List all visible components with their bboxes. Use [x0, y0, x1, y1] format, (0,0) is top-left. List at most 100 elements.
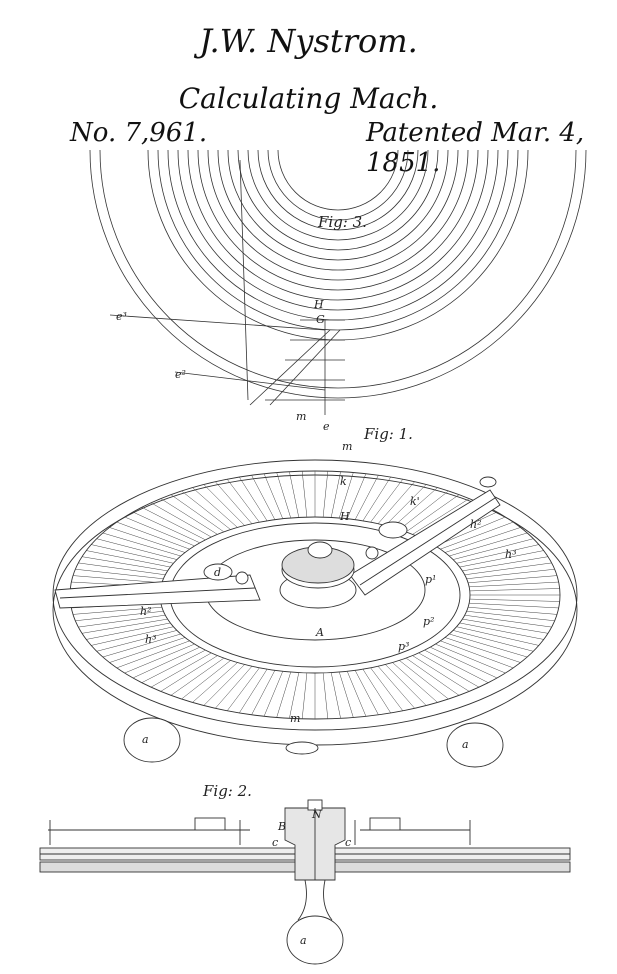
radial-line — [192, 487, 238, 528]
radial-line — [462, 618, 549, 634]
fig1-label-p3: p³ — [398, 640, 409, 653]
radial-line — [86, 550, 171, 568]
fig3-label-e3: e³ — [116, 310, 127, 323]
fig3-label-m: m — [296, 410, 306, 423]
fig1-drawing — [52, 459, 578, 768]
radial-line — [301, 471, 308, 518]
radial-line — [215, 666, 253, 709]
radial-line — [132, 646, 200, 679]
patent-number: No. 7,961. — [70, 118, 208, 148]
radial-line — [91, 544, 174, 564]
fig1-label-H: H — [339, 510, 350, 523]
radial-line — [453, 538, 534, 560]
radial-line — [203, 664, 245, 706]
radial-line — [141, 649, 206, 683]
radial-line — [469, 598, 560, 602]
radial-line — [435, 643, 506, 674]
fig2-label-B: B — [277, 820, 286, 833]
fig3-drawing — [89, 150, 587, 415]
radial-line — [424, 649, 489, 683]
radial-line — [239, 476, 268, 521]
radial-line — [263, 671, 284, 717]
radial-line — [239, 669, 268, 714]
fig2-label: Fig: 2. — [203, 782, 252, 800]
radial-line — [96, 630, 177, 652]
radial-line — [385, 484, 427, 526]
radial-line — [440, 640, 514, 669]
fig1-label: Fig: 1. — [364, 425, 413, 443]
radial-line — [78, 614, 166, 628]
radial-line — [251, 670, 276, 715]
fig1-label-m: m — [342, 440, 352, 453]
radial-line — [370, 667, 404, 711]
radial-line — [160, 655, 218, 692]
radial-line — [385, 664, 427, 706]
radial-line — [116, 521, 190, 550]
radial-line — [466, 568, 555, 580]
radial-line — [399, 660, 449, 700]
fig1-label-k1: k' — [410, 495, 420, 508]
radial-line — [362, 669, 391, 714]
fig1-label-h2-right: h² — [470, 518, 482, 531]
radial-line — [75, 568, 164, 580]
radial-line — [456, 544, 539, 564]
fig3-label-H: H — [313, 298, 324, 311]
radial-line — [170, 657, 225, 696]
radial-line — [412, 498, 470, 535]
radial-line — [346, 473, 367, 519]
radial-line — [322, 471, 329, 518]
radial-line — [263, 473, 284, 519]
radial-line — [78, 562, 166, 576]
radial-line — [181, 660, 231, 700]
radial-line — [456, 626, 539, 646]
fig1-label-a-left: a — [142, 733, 149, 746]
fig2-label-c-right: c — [345, 836, 351, 849]
radial-line — [392, 662, 438, 703]
fig1-label-h3-right: h³ — [505, 548, 517, 561]
radial-line — [440, 521, 514, 550]
radial-line — [81, 618, 168, 634]
radial-line — [181, 490, 231, 530]
radial-line — [81, 556, 168, 572]
radial-line — [435, 516, 506, 547]
radial-line — [459, 550, 544, 568]
fig2-label-N: N — [311, 808, 322, 821]
radial-line — [464, 562, 552, 576]
radial-line — [453, 630, 534, 652]
radial-line — [346, 671, 367, 717]
radial-line — [459, 622, 544, 640]
radial-line — [362, 476, 391, 521]
radial-line — [276, 671, 291, 718]
radial-line — [109, 527, 186, 553]
radial-line — [330, 471, 341, 518]
radial-line — [96, 538, 177, 560]
patent-date: Patented Mar. 4, 1851. — [366, 118, 585, 178]
radial-line — [132, 511, 200, 544]
radial-line — [150, 502, 212, 538]
radial-line — [203, 484, 245, 526]
fig3-label-e2: e² — [175, 368, 186, 381]
fig3-label-G: G — [316, 313, 325, 326]
fig3-label: Fig: 3. — [318, 213, 367, 231]
radial-line — [468, 606, 558, 615]
radial-line — [412, 655, 470, 692]
radial-line — [339, 671, 354, 718]
fig1-label-m-bottom: m — [290, 712, 300, 725]
radial-line — [72, 606, 162, 615]
radial-line — [405, 494, 460, 533]
radial-line — [109, 637, 186, 663]
radial-line — [354, 670, 379, 715]
radial-line — [116, 640, 190, 669]
inventor-name: J.W. Nystrom. — [199, 22, 418, 60]
fig1-label-h3: h³ — [145, 633, 157, 646]
radial-line — [399, 490, 449, 530]
patent-title: Calculating Mach. — [178, 82, 439, 115]
fig1-label-A: A — [315, 626, 324, 639]
radial-line — [449, 633, 528, 658]
radial-line — [91, 626, 174, 646]
fig2-label-a: a — [300, 934, 307, 947]
fig2-drawing — [39, 799, 571, 965]
radial-line — [444, 527, 521, 553]
radial-line — [469, 602, 559, 609]
